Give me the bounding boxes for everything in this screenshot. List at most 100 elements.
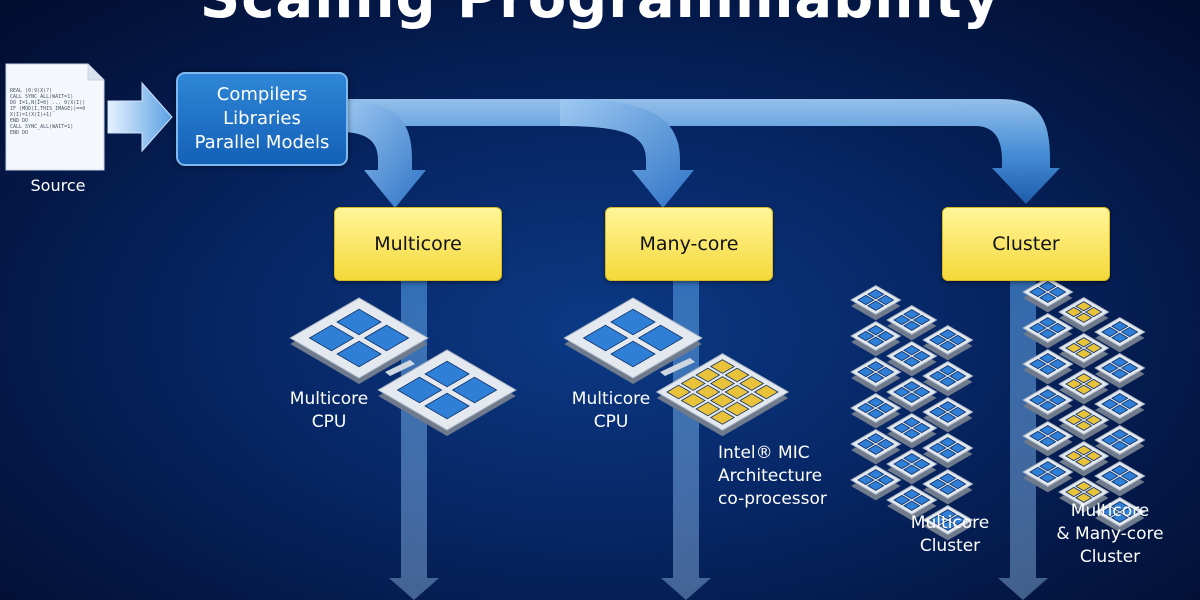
core-tile bbox=[1048, 358, 1067, 370]
core-tile bbox=[1039, 281, 1057, 292]
multicore-cluster-caption: Multicore Cluster bbox=[900, 512, 1000, 558]
core-tile bbox=[903, 356, 921, 367]
core-tile bbox=[1075, 409, 1093, 420]
core-tile bbox=[1029, 322, 1047, 334]
core-tile bbox=[680, 393, 706, 408]
core-tile bbox=[939, 401, 957, 412]
core-tile bbox=[1075, 373, 1093, 384]
core-tile bbox=[336, 308, 382, 336]
cluster-node bbox=[886, 413, 938, 449]
core-tile bbox=[1039, 472, 1057, 483]
core-tile bbox=[867, 433, 885, 444]
core-tile bbox=[1029, 286, 1047, 298]
distribution-bar bbox=[340, 99, 1060, 204]
core-tile bbox=[893, 494, 911, 506]
cluster-target-box: Cluster bbox=[942, 207, 1110, 281]
hybrid-cluster-node bbox=[1058, 477, 1110, 513]
multicore-cpu-caption-2: Multicore CPU bbox=[566, 388, 656, 434]
core-tile bbox=[724, 401, 750, 417]
cluster-node bbox=[850, 465, 902, 501]
core-tile bbox=[739, 393, 765, 408]
core-tile bbox=[867, 469, 885, 480]
hybrid-cluster-node bbox=[1094, 461, 1146, 497]
core-tile bbox=[424, 392, 470, 420]
cluster-node bbox=[886, 341, 938, 377]
core-tile bbox=[1120, 326, 1139, 338]
core-tile bbox=[912, 458, 931, 470]
core-tile bbox=[912, 386, 931, 398]
core-tile bbox=[1111, 404, 1129, 415]
multicore-cpu-caption-1: Multicore CPU bbox=[284, 388, 374, 434]
core-tile bbox=[1039, 461, 1057, 472]
core-tile bbox=[1084, 306, 1103, 318]
core-tile bbox=[1075, 348, 1093, 359]
code-line: REAL (0:9)X(?) bbox=[10, 88, 53, 94]
core-tile bbox=[1084, 486, 1103, 498]
multicore-cpu-chip-a bbox=[289, 297, 429, 384]
core-tile bbox=[1111, 440, 1129, 451]
core-tile bbox=[695, 384, 721, 400]
core-tile bbox=[857, 330, 875, 342]
core-tile bbox=[1048, 394, 1067, 406]
core-tile bbox=[1048, 286, 1067, 298]
core-tile bbox=[867, 397, 885, 408]
core-tile bbox=[867, 300, 885, 311]
hybrid-cluster-node bbox=[1094, 497, 1146, 533]
core-tile bbox=[1111, 332, 1129, 343]
core-tile bbox=[396, 376, 443, 404]
core-tile bbox=[1075, 384, 1093, 395]
core-tile bbox=[948, 514, 967, 526]
core-tile bbox=[1075, 456, 1093, 467]
core-tile bbox=[857, 402, 875, 414]
core-tile bbox=[1075, 481, 1093, 492]
core-tile bbox=[1111, 476, 1129, 487]
core-tile bbox=[1029, 466, 1047, 478]
core-tile bbox=[1075, 301, 1093, 312]
core-tile bbox=[893, 314, 911, 326]
caption-line: Cluster bbox=[919, 536, 981, 556]
source-label: Source bbox=[30, 176, 86, 195]
core-tile bbox=[1048, 430, 1067, 442]
core-tile bbox=[1029, 394, 1047, 406]
core-tile bbox=[363, 324, 410, 352]
core-tile bbox=[610, 308, 656, 336]
core-tile bbox=[1111, 429, 1129, 440]
core-tile bbox=[1111, 465, 1129, 476]
core-tile bbox=[680, 376, 706, 391]
cluster-node bbox=[922, 361, 974, 397]
core-tile bbox=[1039, 425, 1057, 436]
core-tile bbox=[1075, 337, 1093, 348]
core-tile bbox=[867, 325, 885, 336]
core-tile bbox=[1075, 445, 1093, 456]
source-to-compilers-arrow bbox=[107, 81, 173, 153]
cluster-node bbox=[886, 449, 938, 485]
core-tile bbox=[876, 438, 895, 450]
manycore-cpu-chip bbox=[563, 297, 703, 384]
caption-line: Multicore bbox=[910, 513, 990, 533]
cluster-node bbox=[850, 429, 902, 465]
cluster-node bbox=[850, 393, 902, 429]
core-tile bbox=[929, 370, 947, 382]
core-tile bbox=[1120, 470, 1139, 482]
core-tile bbox=[1039, 328, 1057, 339]
compilers-line: Compilers bbox=[216, 84, 308, 105]
cluster-node bbox=[886, 377, 938, 413]
chip-link bbox=[660, 358, 695, 376]
chip-illustrations bbox=[289, 277, 1146, 541]
core-tile bbox=[912, 314, 931, 326]
core-tile bbox=[709, 410, 735, 425]
hybrid-cluster-node bbox=[1094, 317, 1146, 353]
hybrid-cluster-node bbox=[1094, 425, 1146, 461]
core-tile bbox=[1120, 398, 1139, 410]
core-tile bbox=[876, 330, 895, 342]
core-tile bbox=[939, 509, 957, 520]
core-tile bbox=[903, 428, 921, 439]
core-tile bbox=[1065, 342, 1083, 354]
core-tile bbox=[637, 324, 684, 352]
core-tile bbox=[1111, 321, 1129, 332]
core-tile bbox=[929, 478, 947, 490]
core-tile bbox=[1039, 436, 1057, 447]
code-line: END DO bbox=[10, 118, 29, 124]
core-tile bbox=[1111, 512, 1129, 523]
core-tile bbox=[1101, 434, 1119, 446]
